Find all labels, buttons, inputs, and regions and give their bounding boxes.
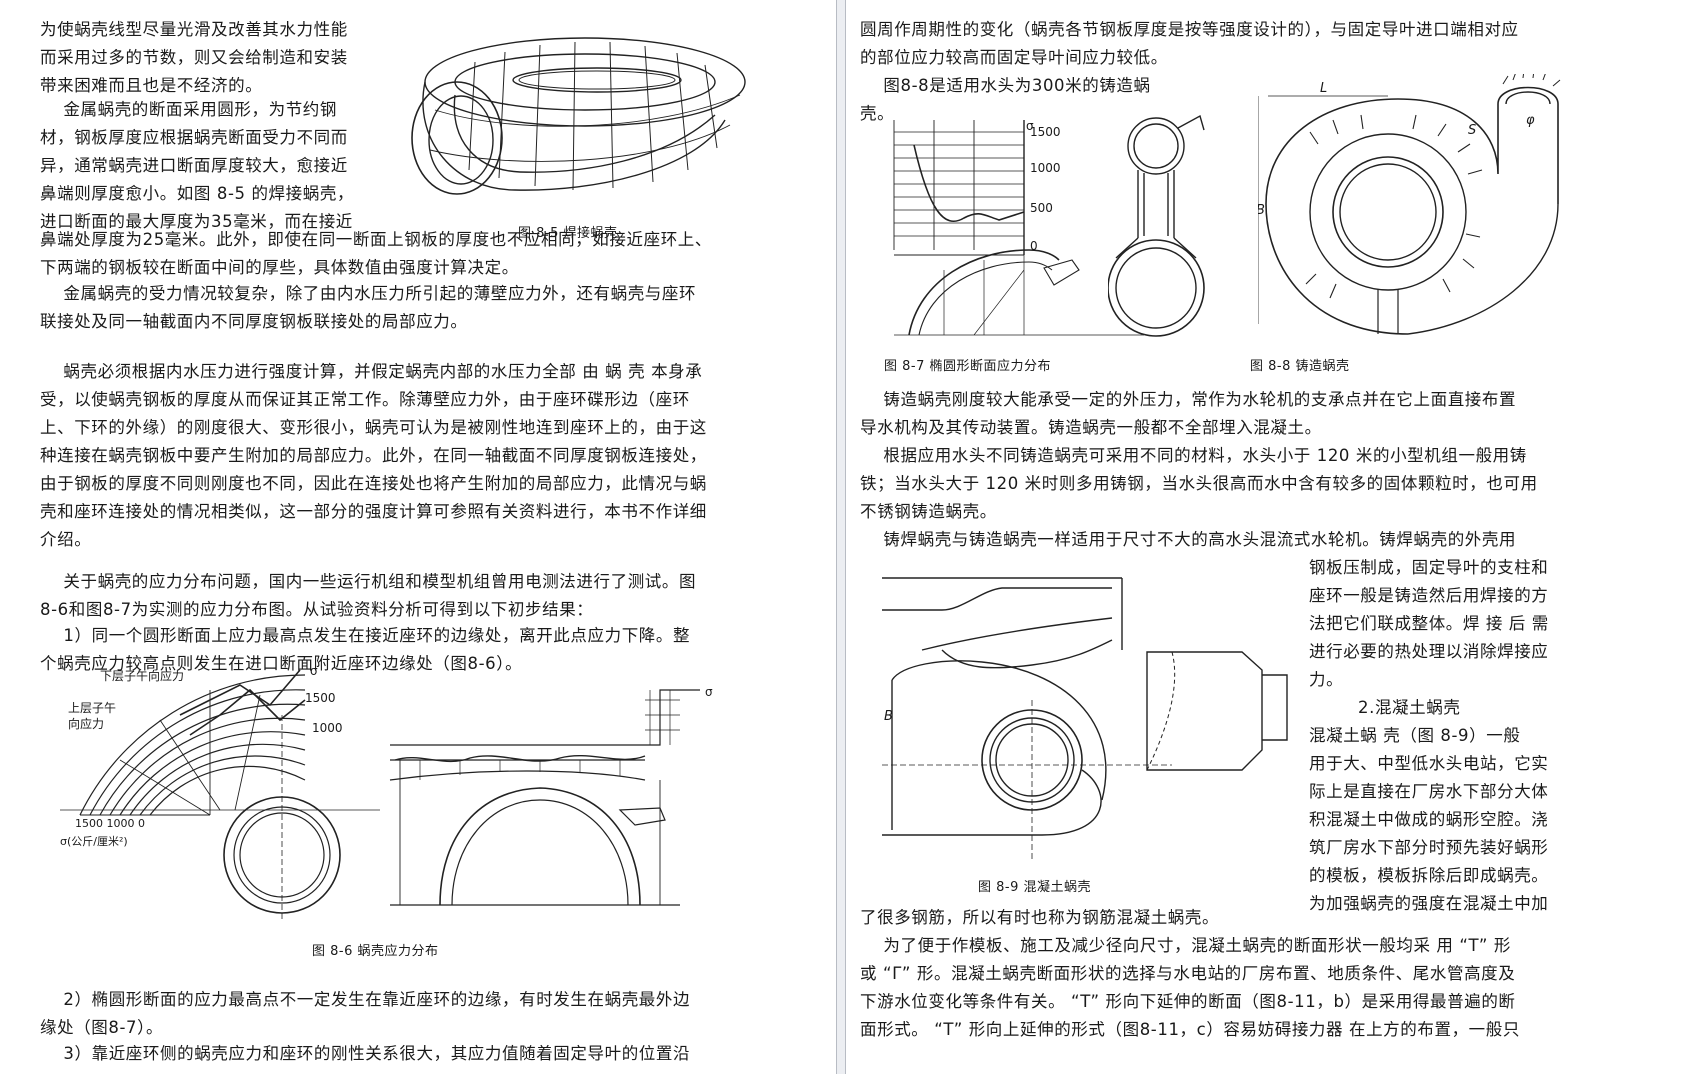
paragraph: 钢板压制成，固定导叶的支柱和 座环一般是铸造然后用焊接的方 法把它们联成整体。焊… (1309, 558, 1549, 689)
fig87-tick-0: 0 (1030, 239, 1038, 253)
fig86-tick-1000: 1000 (312, 721, 343, 735)
section-heading: 2.混凝土蜗壳 (1358, 698, 1461, 717)
paragraph: 圆周作周期性的变化（蜗壳各节钢板厚度是按等强度设计的），与固定导叶进口端相对应 … (860, 20, 1519, 67)
figure-stress-distribution: 下层子午向应力 上层子午 向应力 σ 1500 1000 1500 1000 0… (60, 664, 713, 920)
list-item: 3）靠近座环侧的蜗壳应力和座环的刚性关系很大，其应力值随着固定导叶的位置沿 (40, 1044, 691, 1063)
fig86-tick-1500: 1500 (305, 691, 336, 705)
fig86-label-upper2: 向应力 (68, 716, 104, 731)
paragraph: 了很多钢筋，所以有时也称为钢筋混凝土蜗壳。 (860, 908, 1220, 927)
figure-caption: 图 8-9 混凝土蜗壳 (978, 880, 1091, 895)
fig87-sigma: σ (1026, 120, 1034, 133)
fig88-label-phi: φ (1526, 113, 1535, 128)
figure-caption: 图 8-7 椭圆形断面应力分布 (884, 359, 1051, 374)
figure-caption: 图 8-5 焊接蜗壳 (518, 226, 618, 241)
figure-caption: 图 8-6 蜗壳应力分布 (312, 944, 439, 959)
figure-cast-spiral-case: L φ S B (1258, 74, 1561, 335)
fig86-axis-unit: σ(公斤/厘米²) (60, 835, 128, 848)
fig87-tick-500: 500 (1030, 201, 1053, 215)
fig86-sigma: σ (310, 664, 318, 678)
paragraph: 金属蜗壳的受力情况较复杂，除了由内水压力所引起的薄壁应力外，还有蜗壳与座环 联接… (40, 284, 697, 331)
paragraph: 根据应用水头不同铸造蜗壳可采用不同的材料，水头小于 120 米的小型机组一般用铸… (860, 446, 1538, 521)
paragraph: 鼻端处厚度为25毫米。此外，即使在同一断面上钢板的厚度也不应相同，如接近座环上、… (40, 230, 712, 277)
paragraph: 为使蜗壳线型尽量光滑及改善其水力性能 而采用过多的节数，则又会给制造和安装 带来… (40, 20, 348, 95)
figure-concrete-spiral-case: B (882, 577, 1288, 860)
figure-elliptical-section: σ 1500 1000 500 0 (893, 120, 1144, 336)
paragraph: 金属蜗壳的断面采用圆形，为节约钢 材，钢板厚度应根据蜗壳断面受力不同而 异，通常… (40, 100, 355, 231)
right-page: 圆周作周期性的变化（蜗壳各节钢板厚度是按等强度设计的），与固定导叶进口端相对应 … (846, 0, 1681, 1074)
paragraph: 图8-8是适用水头为300米的铸造蜗 壳。 (860, 76, 1151, 123)
fig89-label-B: B (884, 709, 893, 724)
fig87-tick-1000: 1000 (1030, 161, 1061, 175)
paragraph: 铸造蜗壳刚度较大能承受一定的外压力，常作为水轮机的支承点并在它上面直接布置 导水… (860, 390, 1517, 437)
list-item: 1）同一个圆形断面上应力最高点发生在接近座环的边缘处，离开此点应力下降。整 个蜗… (40, 626, 691, 673)
paragraph: 蜗壳必须根据内水压力进行强度计算，并假定蜗壳内部的水压力全部 由 蜗 壳 本身承… (40, 362, 707, 549)
fig88-label-S: S (1468, 123, 1476, 138)
paragraph: 铸焊蜗壳与铸造蜗壳一样适用于尺寸不大的高水头混流式水轮机。铸焊蜗壳的外壳用 (860, 530, 1517, 549)
page-gutter (836, 0, 846, 1074)
paragraph: 混凝土蜗 壳（图 8-9）一般 用于大、中型低水头电站，它实 际上是直接在厂房水… (1309, 726, 1549, 913)
fig88-label-B: B (1258, 203, 1265, 218)
fig88-label-L: L (1320, 81, 1327, 96)
figure-cast-section-profile (1108, 114, 1205, 337)
figure-welded-spiral-case (411, 37, 746, 195)
fig86-label-upper1: 上层子午 (68, 701, 116, 715)
figure-caption: 图 8-8 铸造蜗壳 (1250, 359, 1350, 374)
paragraph: 为了便于作模板、施工及减少径向尺寸，混凝土蜗壳的断面形状一般均采 用 “T” 形… (860, 936, 1520, 1039)
fig86-sigma-right: σ (705, 685, 713, 699)
list-item: 2）椭圆形断面的应力最高点不一定发生在靠近座环的边缘，有时发生在蜗壳最外边 缘处… (40, 990, 691, 1037)
paragraph: 关于蜗壳的应力分布问题，国内一些运行机组和模型机组曾用电测法进行了测试。图 8-… (40, 572, 697, 619)
fig87-tick-1500: 1500 (1030, 125, 1061, 139)
fig86-label-lower: 下层子午向应力 (100, 668, 184, 683)
fig86-axis-ticks: 1500 1000 0 (75, 817, 145, 830)
left-page: 为使蜗壳线型尽量光滑及改善其水力性能 而采用过多的节数，则又会给制造和安装 带来… (0, 0, 836, 1074)
